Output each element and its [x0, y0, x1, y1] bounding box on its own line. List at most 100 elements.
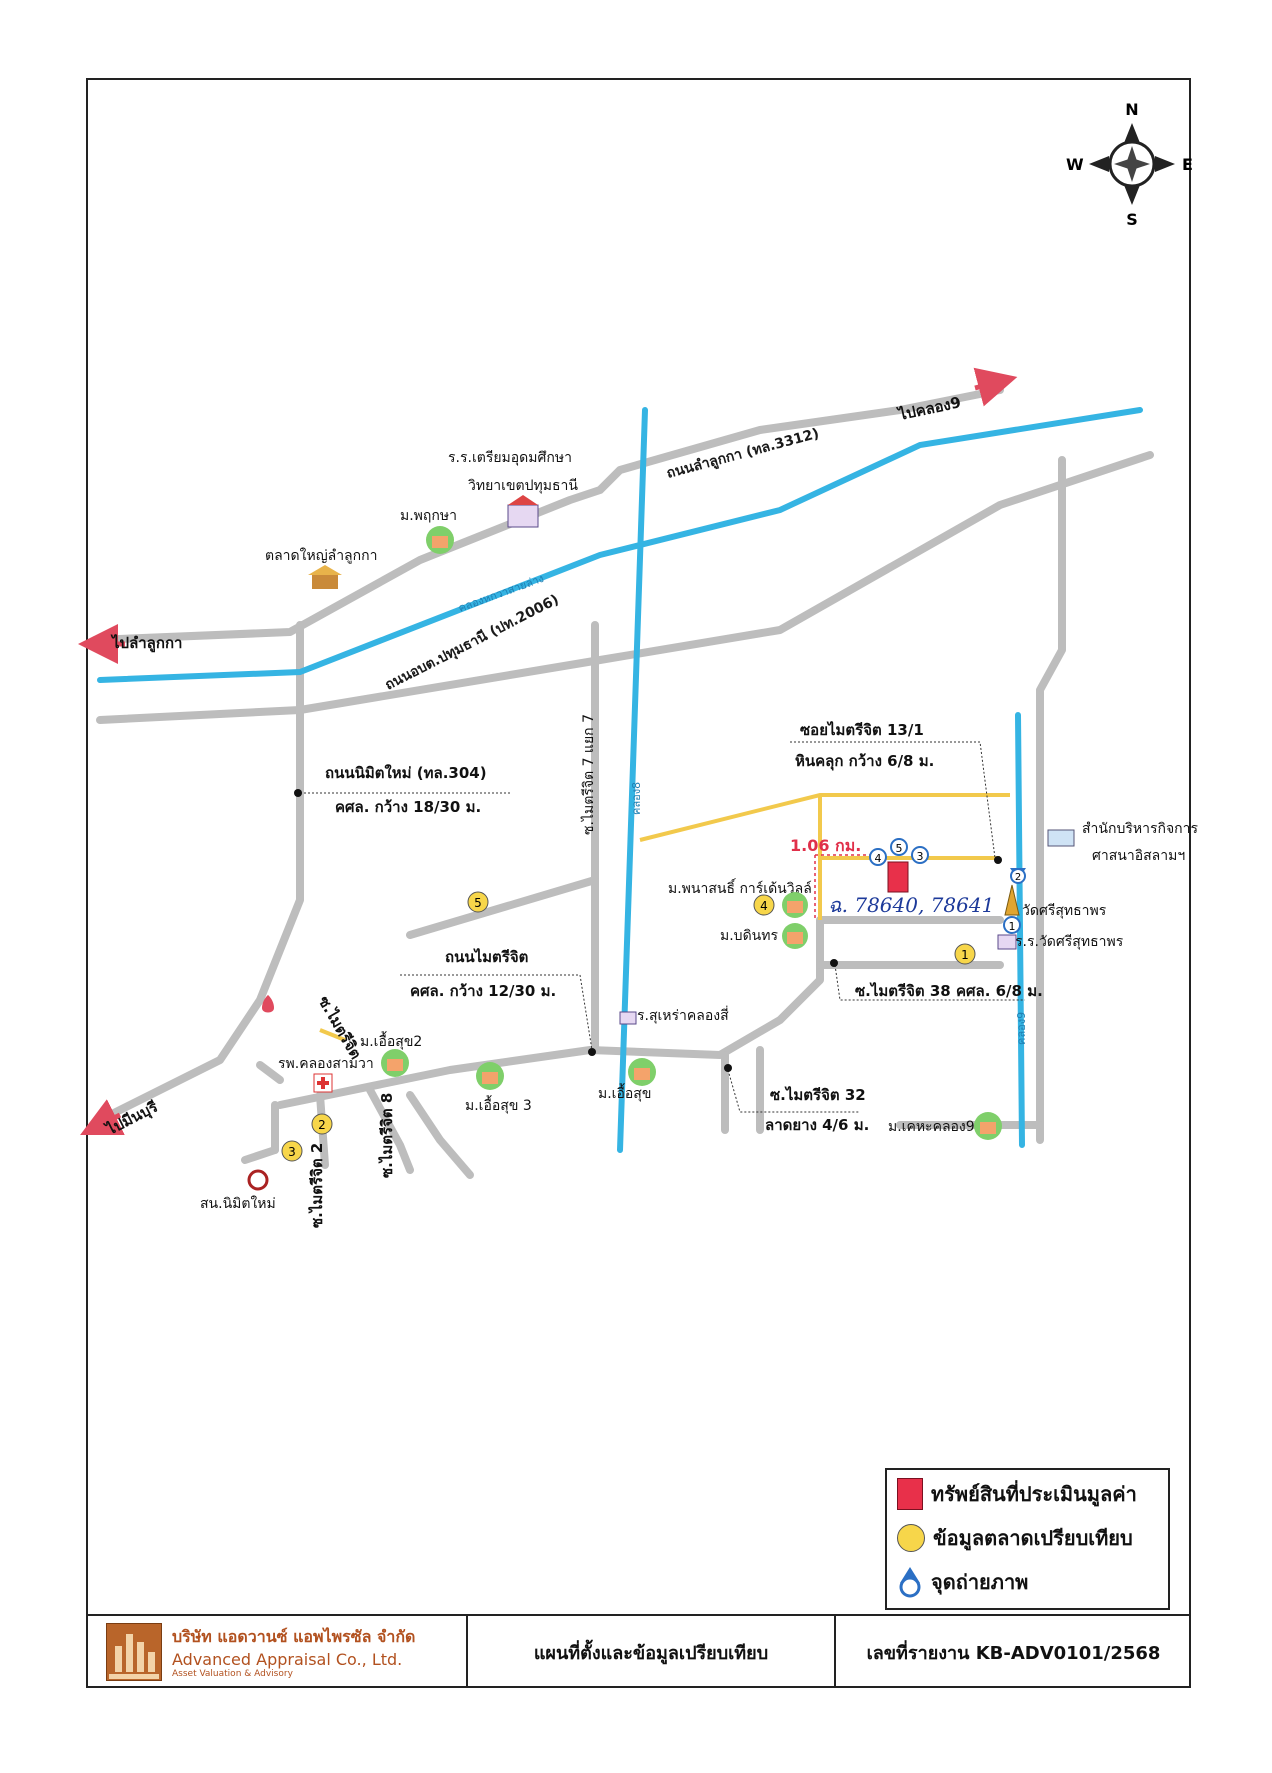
compass-n: N	[1125, 100, 1138, 119]
map-legend: ทรัพย์สินที่ประเมินมูลค่า ข้อมูลตลาดเปรี…	[885, 1468, 1170, 1610]
comparable-marker-3: 3	[281, 1140, 303, 1162]
comparable-marker-2: 2	[311, 1113, 333, 1135]
svg-text:5: 5	[474, 896, 482, 910]
label-school-triam: ร.ร.เตรียมอุดมศึกษา	[448, 450, 572, 466]
school-icon	[507, 495, 539, 528]
road-sw2	[241, 1146, 279, 1164]
label-hospital: รพ.คลองสามวา	[278, 1056, 374, 1072]
svg-text:5: 5	[896, 842, 903, 855]
arrow-khlong9	[973, 367, 1018, 407]
label-to-khlong9: ไปคลอง9	[895, 392, 963, 424]
photo-point-3: 3	[911, 846, 929, 864]
junction-dot	[830, 959, 838, 967]
report-footer: บริษัท แอดวานซ์ แอพไพรซัล จำกัด Advanced…	[86, 1614, 1191, 1688]
svg-text:4: 4	[875, 852, 882, 865]
canal-left	[617, 407, 648, 1153]
legend-row-subject: ทรัพย์สินที่ประเมินมูลค่า	[897, 1474, 1168, 1514]
junction-dots	[294, 789, 1002, 1072]
photo-point-icon	[899, 1567, 921, 1598]
label-islamic-office2: ศาสนาอิสลามฯ	[1092, 848, 1185, 864]
legend-row-comparable: ข้อมูลตลาดเปรียบเทียบ	[897, 1518, 1168, 1558]
school-icon	[619, 1011, 637, 1025]
photo-point-2: 2	[1010, 868, 1026, 884]
label-road-maitrijit: ถนนไมตรีจิต	[445, 947, 528, 966]
label-soi-32-width: ลาดยาง 4/6 ม.	[765, 1116, 869, 1134]
label-soi-7: ซ.ไมตรีจิต 7 แยก 7	[580, 714, 597, 835]
label-soi-38: ซ.ไมตรีจิต 38 คศล. 6/8 ม.	[855, 981, 1043, 1000]
subject-property-marker	[887, 861, 909, 893]
label-soi-small: ซ.ไมตรีจิต	[315, 993, 366, 1063]
label-canal-right: คลอง9	[1015, 1012, 1028, 1045]
road-east	[1036, 456, 1066, 1144]
compass-arrow-n	[1124, 123, 1140, 143]
photo-point-4: 4	[869, 848, 887, 866]
road-soi-5	[406, 876, 599, 939]
road-maitrijit	[276, 916, 1004, 1109]
police-icon	[247, 1169, 269, 1191]
house-icon	[782, 892, 808, 918]
svg-text:2: 2	[318, 1118, 326, 1132]
company-name-th: บริษัท แอดวานซ์ แอพไพรซัล จำกัด	[172, 1627, 416, 1646]
label-soi-32: ซ.ไมตรีจิต 32	[770, 1085, 866, 1104]
svg-text:1: 1	[961, 948, 969, 962]
canals	[97, 407, 1143, 1153]
arrow-minburi	[80, 1099, 125, 1135]
house-icon	[381, 1049, 409, 1077]
soi-upper	[639, 793, 1010, 842]
temple-icon	[1004, 884, 1020, 916]
road-hosp	[256, 1061, 284, 1084]
legend-subject-label: ทรัพย์สินที่ประเมินมูลค่า	[931, 1482, 1137, 1506]
fuel-icon	[262, 995, 274, 1013]
svg-text:2: 2	[1015, 872, 1021, 883]
legend-photo-label: จุดถ่ายภาพ	[931, 1570, 1029, 1594]
canal-main	[97, 407, 1143, 683]
canal-right	[1015, 712, 1025, 1148]
compass-arrow-w	[1089, 156, 1109, 172]
junction-dot	[994, 856, 1002, 864]
company-tagline: Asset Valuation & Advisory	[172, 1669, 293, 1679]
comparable-swatch	[897, 1524, 925, 1552]
soi-hosp	[319, 1028, 346, 1042]
junction-dot	[588, 1048, 596, 1056]
page-frame	[86, 78, 1191, 1688]
house-icon	[628, 1058, 656, 1086]
label-m-panasanti: ม.พนาสนธิ์ การ์เด้นวิลล์	[668, 878, 812, 897]
company-logo	[106, 1623, 162, 1681]
comparable-marker-1: 1	[954, 943, 976, 965]
road-lamlukka	[91, 386, 1004, 644]
label-soi-13-1: ซอยไมตรีจิต 13/1	[800, 720, 924, 739]
label-canal-left: คลอง8	[630, 782, 643, 815]
compass-star	[1114, 158, 1150, 170]
comparable-markers: 1 2 3 4 5	[281, 891, 976, 1162]
legend-comparable-label: ข้อมูลตลาดเปรียบเทียบ	[933, 1526, 1133, 1550]
leader-maitrijit	[400, 974, 593, 1051]
label-soi-2: ซ.ไมตรีจิต 2	[307, 1143, 326, 1228]
label-soi-13-1-width: หินคลุก กว้าง 6/8 ม.	[795, 752, 934, 771]
house-icon	[974, 1112, 1002, 1140]
label-islamic-office: สำนักบริหารกิจการ	[1082, 821, 1198, 837]
road-sw4	[366, 1086, 414, 1174]
deed-note: ฉ. 78640, 78641	[828, 893, 994, 917]
market-icon	[308, 565, 342, 589]
distance-label: 1.06 กม.	[790, 836, 861, 855]
road-obtor-pathum	[96, 451, 1154, 724]
company-block: บริษัท แอดวานซ์ แอพไพรซัล จำกัด Advanced…	[86, 1616, 468, 1688]
photo-point-5: 5	[890, 838, 908, 856]
compass-ring	[1108, 140, 1156, 188]
svg-text:4: 4	[760, 899, 768, 913]
label-police: สน.นิมิตใหม่	[200, 1195, 276, 1212]
comparable-marker-4: 4	[753, 894, 775, 916]
house-icon	[782, 923, 808, 949]
label-m-pruksa: ม.พฤกษา	[400, 508, 457, 524]
label-road-maitrijit-width: คศล. กว้าง 12/30 ม.	[410, 982, 556, 1000]
compass-rose: N S E W	[1066, 100, 1193, 229]
label-soi-8: ซ.ไมตรีจิต 8	[377, 1093, 396, 1178]
label-school-wat: ร.ร.วัดศรีสุทธาพร	[1015, 934, 1124, 950]
company-name-en: Advanced Appraisal Co., Ltd.	[172, 1650, 403, 1669]
compass-s: S	[1126, 210, 1138, 229]
compass-w: W	[1066, 155, 1084, 174]
compass-e: E	[1182, 155, 1193, 174]
road-sw5	[406, 1091, 474, 1179]
house-icon	[476, 1062, 504, 1090]
